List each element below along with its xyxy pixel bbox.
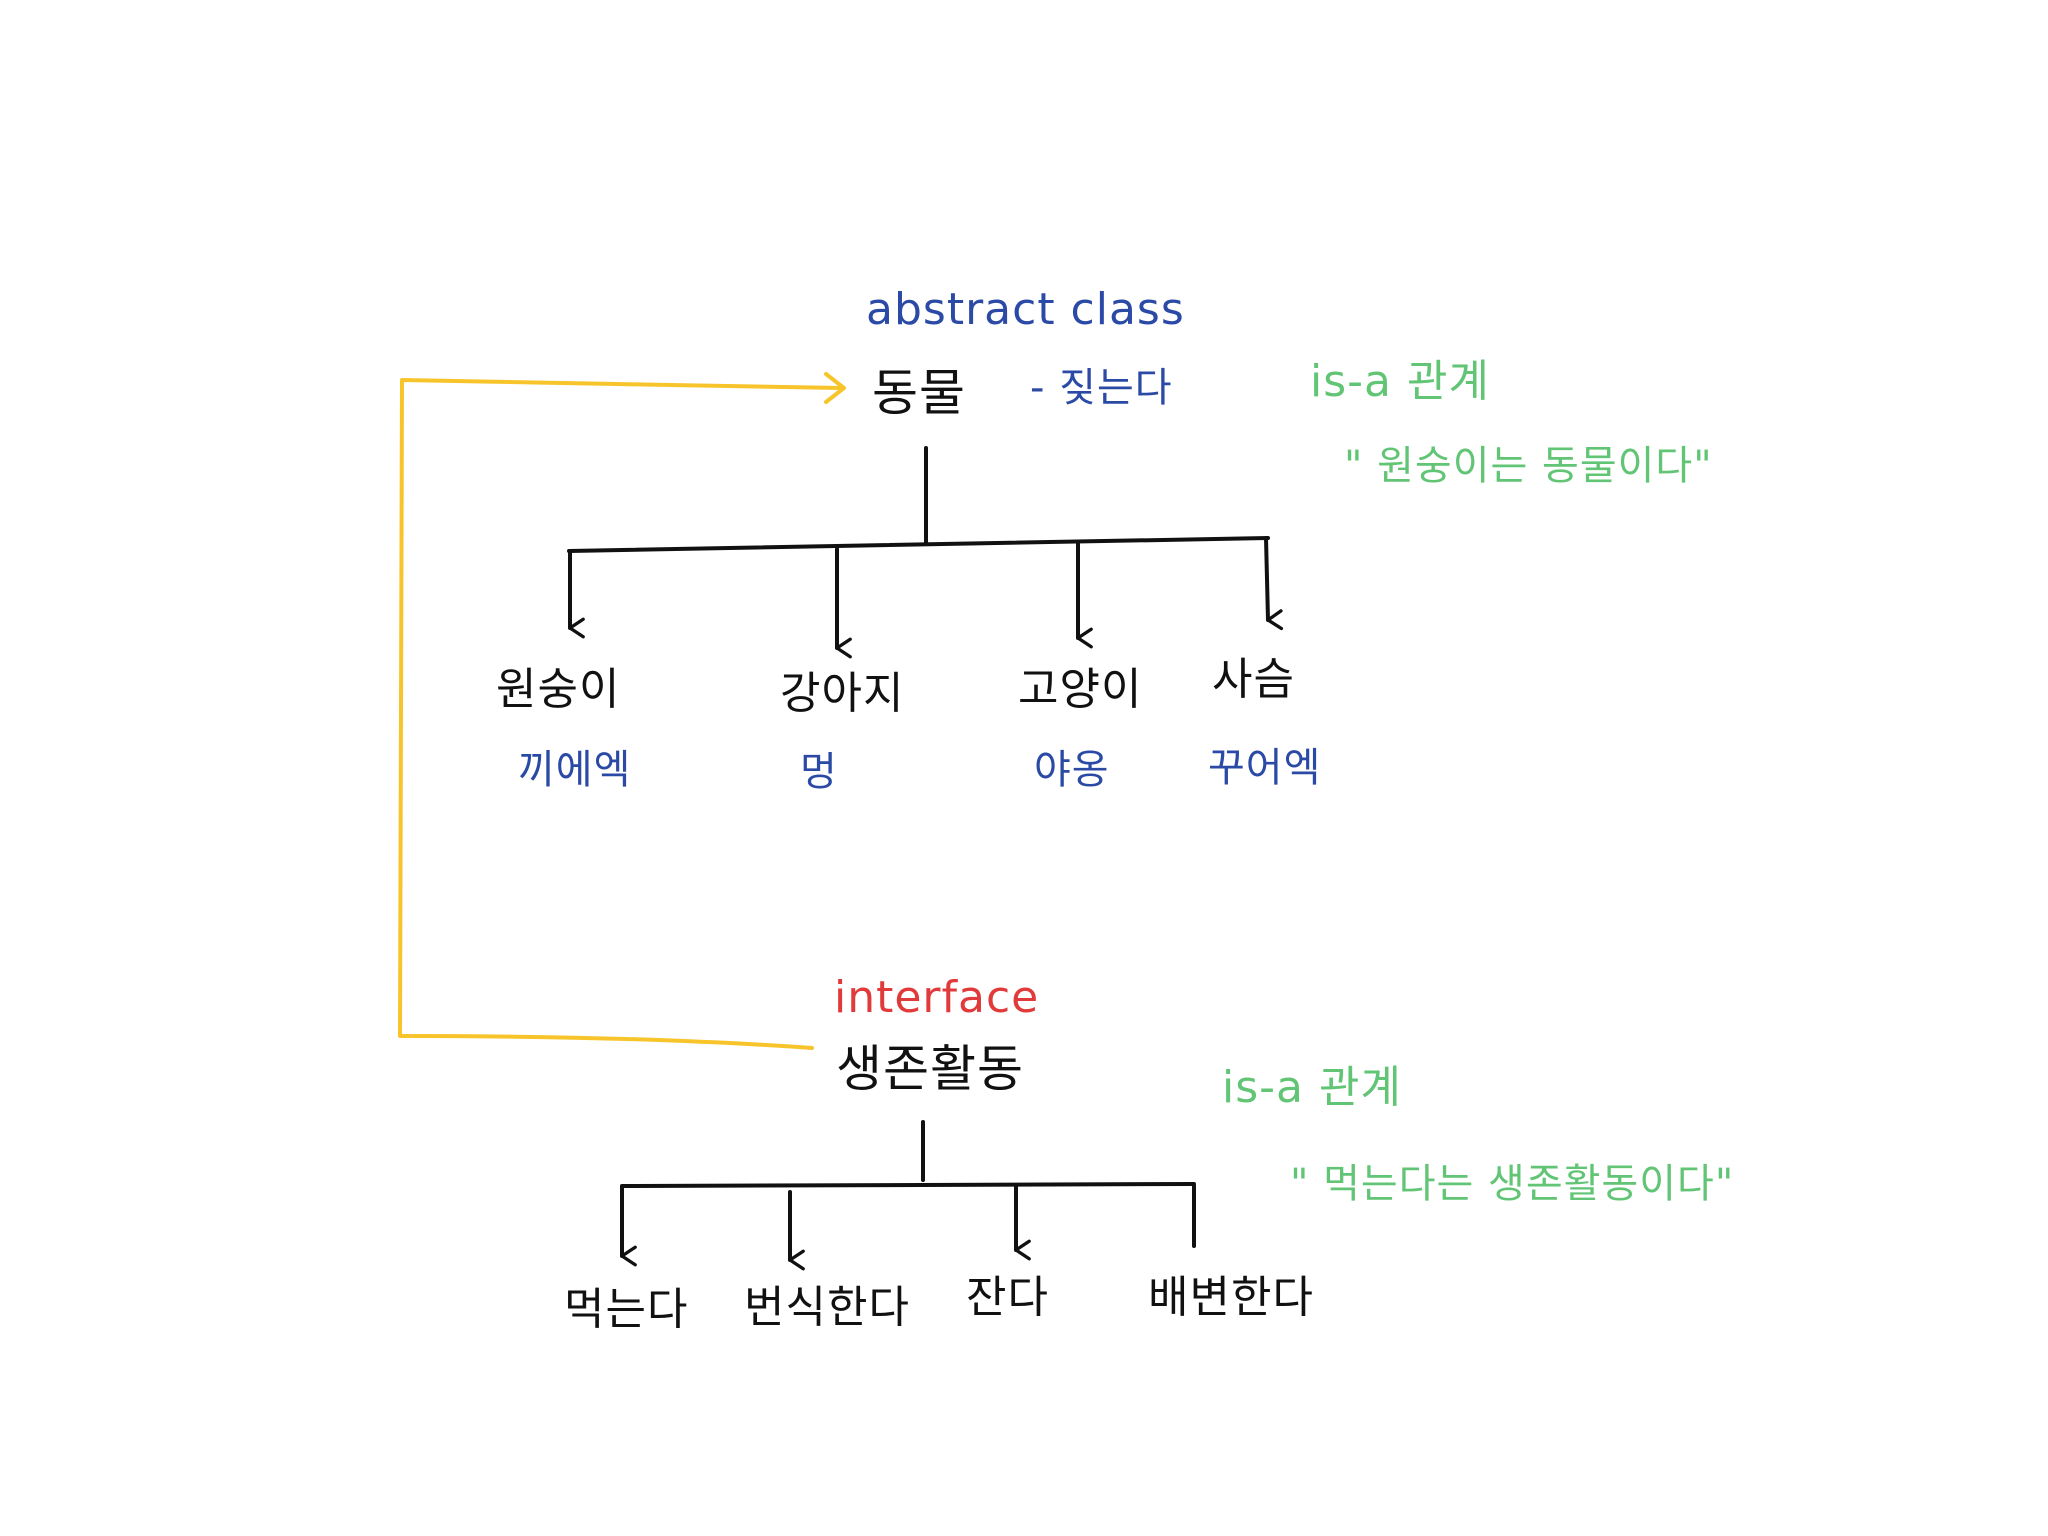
survival-relation-quote: " 먹는다는 생존활동이다"	[1290, 1161, 1735, 1207]
survival-child-name: 번식한다	[744, 1282, 910, 1333]
animal-method: - 짖는다	[1030, 365, 1173, 411]
animal-child-arrow-4	[1264, 536, 1284, 631]
animal-child-name: 사슴	[1212, 654, 1295, 705]
animal-branch-bar	[567, 536, 1270, 553]
animal-child-sound: 끼에엑	[518, 747, 632, 793]
survival-branch-bar	[620, 1182, 1196, 1188]
survival-child-name: 잔다	[966, 1272, 1049, 1323]
survival-interface-name: 생존활동	[836, 1040, 1024, 1098]
interface-stereotype: interface	[834, 972, 1040, 1023]
animal-child-sound: 야옹	[1034, 747, 1110, 793]
abstract-class-stereotype: abstract class	[866, 284, 1185, 335]
animal-child-sound: 멍	[800, 749, 838, 795]
implements-arrowhead	[824, 372, 846, 404]
animal-child-name: 고양이	[1018, 664, 1143, 715]
animal-child-name: 강아지	[780, 668, 905, 719]
animal-child-name: 원숭이	[496, 664, 621, 715]
animal-relation-title: is-a 관계	[1310, 356, 1490, 407]
survival-child-name: 배변한다	[1148, 1272, 1314, 1323]
animal-class-name: 동물	[872, 364, 966, 422]
survival-child-name: 먹는다	[564, 1284, 689, 1335]
animal-relation-quote: " 원숭이는 동물이다"	[1344, 443, 1713, 489]
implements-connector	[398, 378, 844, 1050]
animal-child-sound: 꾸어엑	[1208, 745, 1322, 791]
survival-relation-title: is-a 관계	[1222, 1062, 1402, 1113]
